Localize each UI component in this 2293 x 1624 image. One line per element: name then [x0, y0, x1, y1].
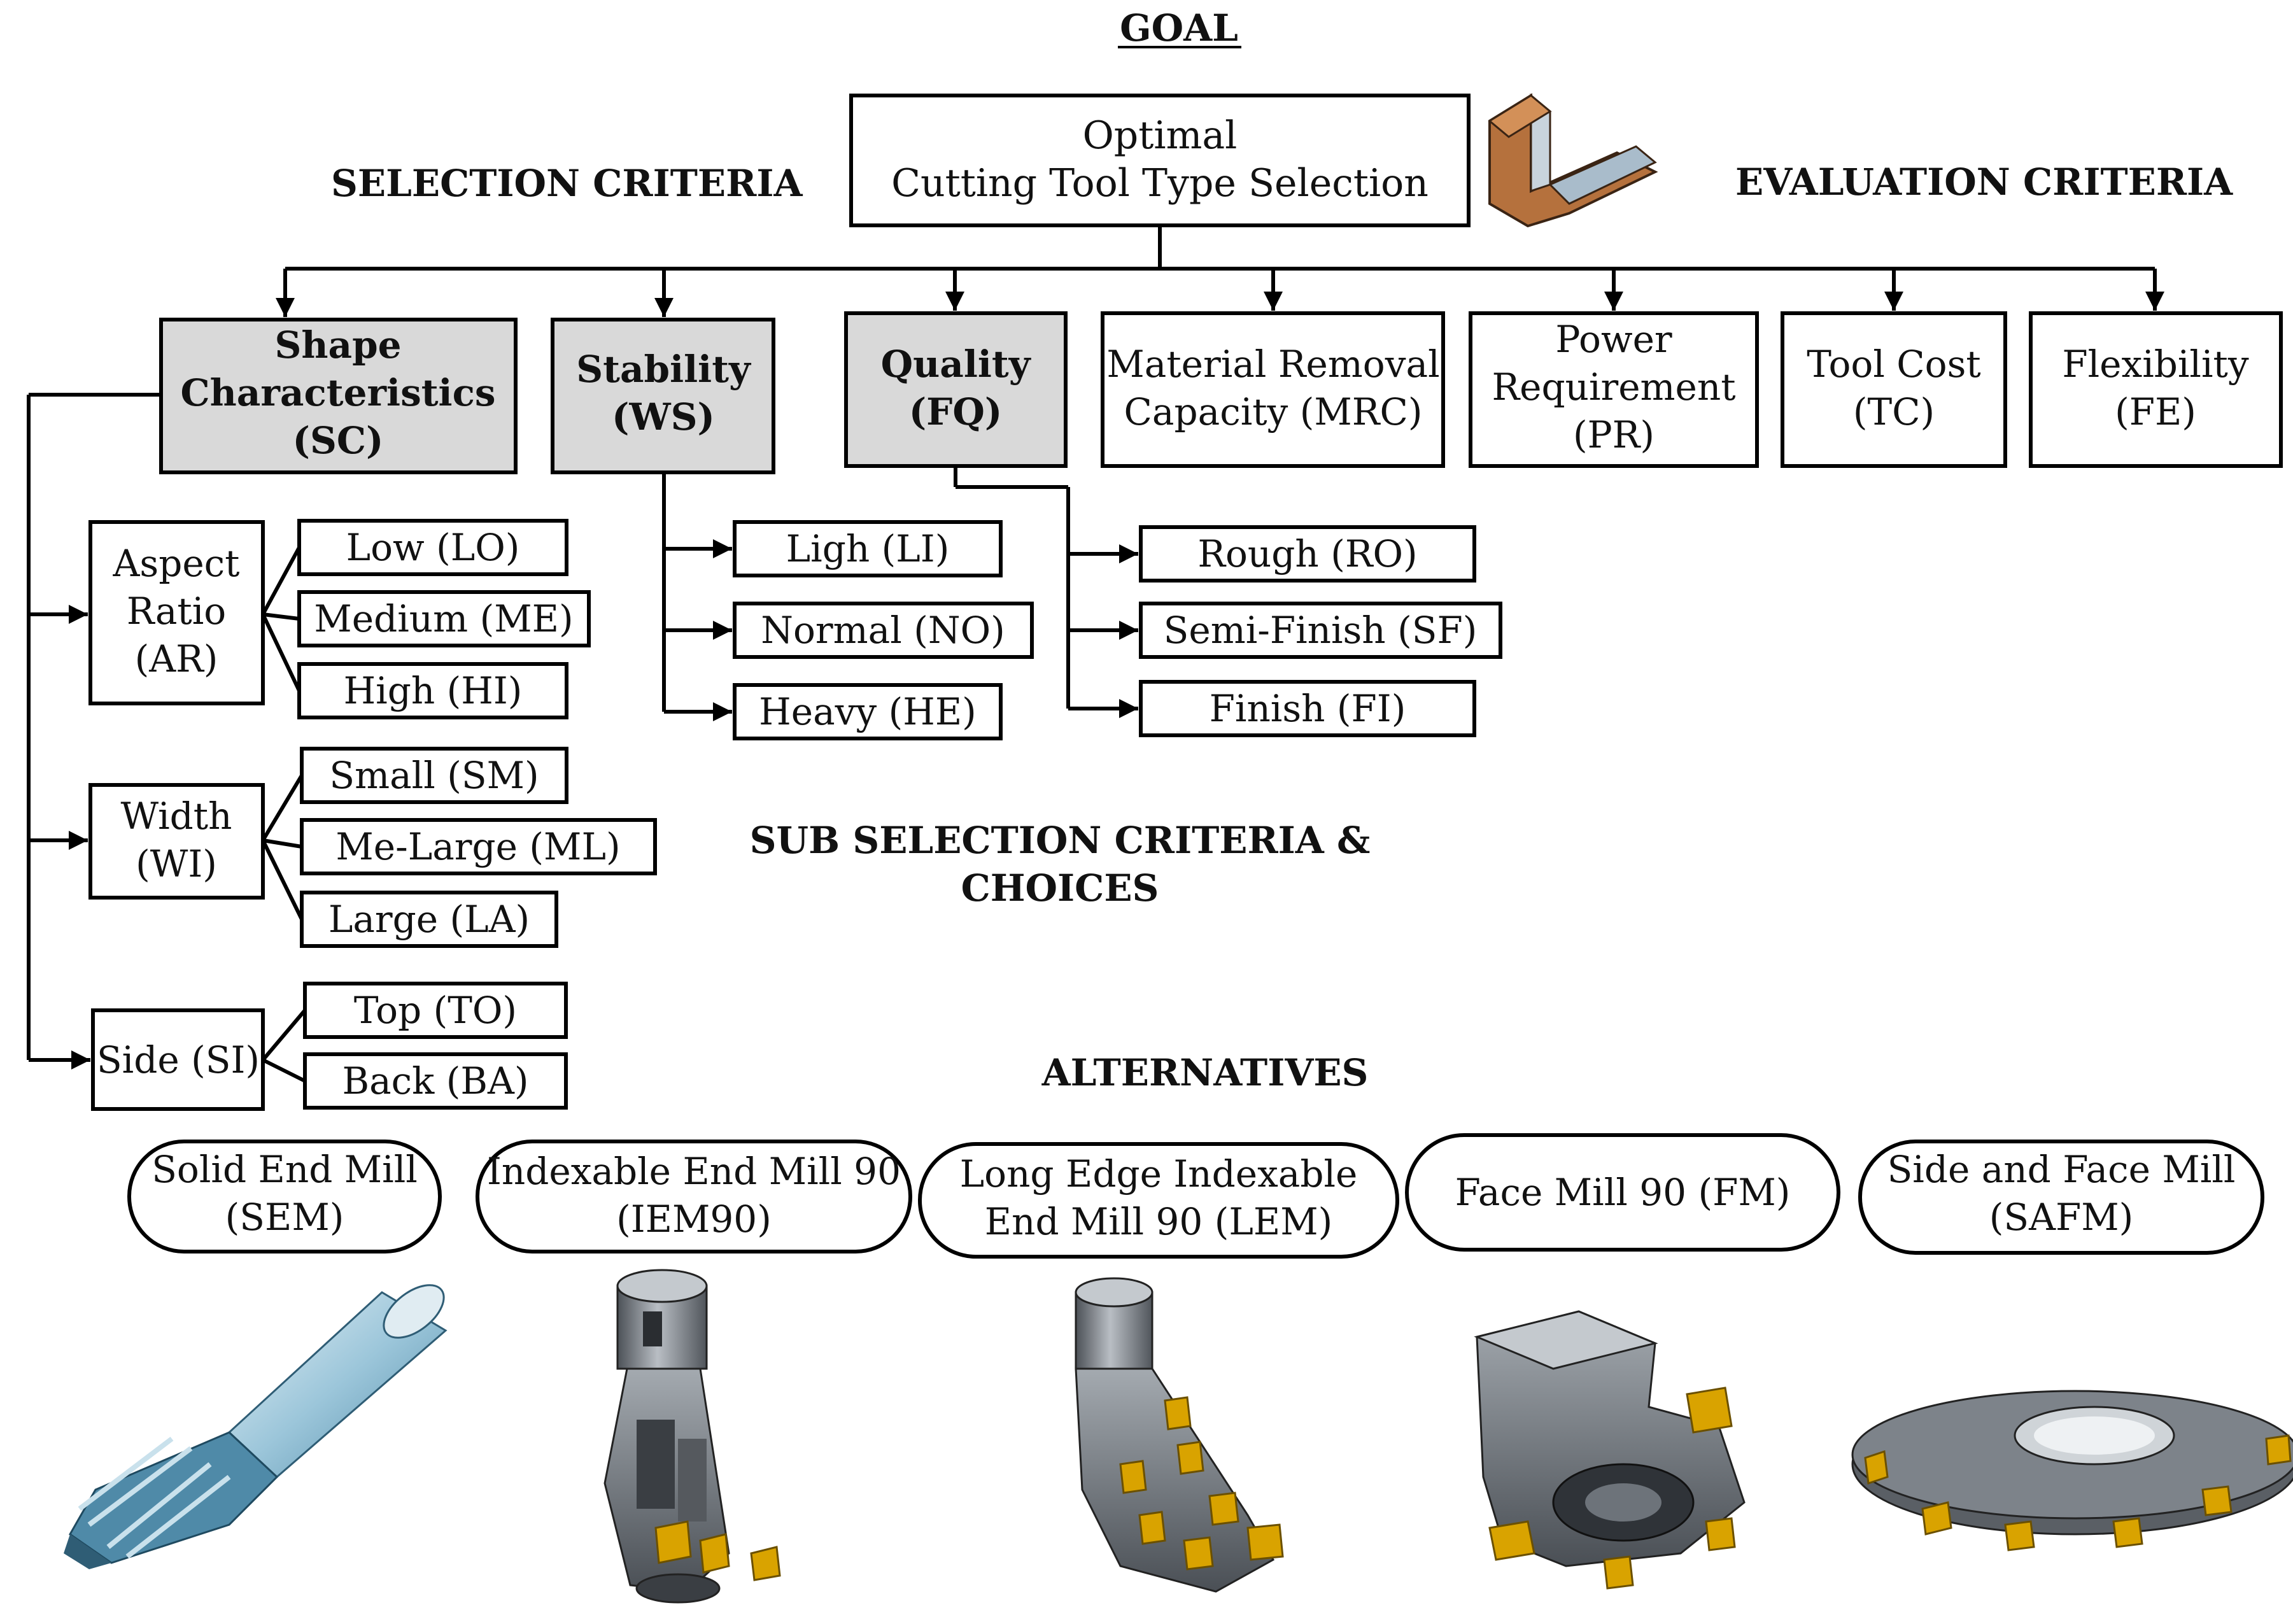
fq-line2: (FQ) — [909, 390, 1003, 434]
sc-line3: (SC) — [293, 419, 384, 462]
choice-small — [300, 747, 568, 804]
criteria-power-requirement — [1469, 311, 1759, 468]
choice-rough-label: Rough (RO) — [1197, 532, 1417, 575]
alternative-indexable-end-mill — [476, 1140, 912, 1253]
alternative-solid-end-mill — [127, 1140, 442, 1253]
iem-line1: Indexable End Mill 90 — [487, 1150, 901, 1193]
choice-rough — [1139, 525, 1476, 583]
fq-line1: Quality — [881, 342, 1032, 386]
ar-line2: Ratio — [127, 590, 226, 633]
tc-line1: Tool Cost — [1807, 342, 1980, 386]
criteria-tool-cost — [1781, 311, 2007, 468]
criteria-stability — [551, 318, 775, 474]
choice-normal-label: Normal (NO) — [761, 609, 1005, 652]
criteria-quality — [844, 311, 1068, 468]
choice-medium — [297, 590, 591, 647]
pr-line2: Requirement — [1492, 365, 1735, 409]
ws-line1: Stability — [576, 348, 752, 391]
fe-line1: Flexibility — [2062, 342, 2248, 386]
choice-large-label: Large (LA) — [328, 898, 530, 941]
iem-line2: (IEM90) — [616, 1197, 772, 1241]
choice-high-label: High (HI) — [344, 669, 523, 712]
sub-side — [91, 1008, 265, 1111]
sc-line1: Shape — [274, 323, 401, 367]
pr-line3: (PR) — [1573, 413, 1654, 456]
safm-line1: Side and Face Mill — [1887, 1148, 2236, 1191]
choice-top-label: Top (TO) — [354, 989, 517, 1032]
mrc-line1: Material Removal — [1106, 342, 1439, 386]
indexable-end-mill-illustration — [603, 1269, 781, 1604]
choice-back-label: Back (BA) — [342, 1059, 528, 1103]
choice-high — [297, 662, 568, 719]
criteria-material-removal — [1101, 311, 1445, 468]
tc-line2: (TC) — [1853, 390, 1935, 434]
choice-semi-finish — [1139, 602, 1502, 659]
sem-line2: (SEM) — [225, 1196, 344, 1239]
choice-small-label: Small (SM) — [329, 754, 539, 797]
fe-line2: (FE) — [2115, 390, 2196, 434]
lem-line2: End Mill 90 (LEM) — [985, 1200, 1332, 1243]
si-line1: Side (SI) — [97, 1038, 260, 1082]
choice-ligh — [733, 520, 1003, 577]
choice-semi-finish-label: Semi-Finish (SF) — [1164, 609, 1478, 652]
selection-criteria-label: SELECTION CRITERIA — [331, 162, 803, 205]
choice-low-label: Low (LO) — [346, 526, 520, 569]
ar-line1: Aspect — [113, 542, 240, 585]
mrc-line2: Capacity (MRC) — [1124, 390, 1423, 434]
choice-me-large — [300, 818, 657, 875]
sub-selection-label-line2: CHOICES — [961, 866, 1159, 910]
choice-finish-label: Finish (FI) — [1210, 687, 1406, 730]
choice-heavy-label: Heavy (HE) — [759, 690, 977, 733]
ws-branch-connectors — [662, 472, 732, 721]
solid-end-mill-illustration — [64, 1284, 448, 1569]
choice-low — [297, 519, 568, 576]
alternative-side-and-face-mill — [1858, 1140, 2264, 1255]
choice-back — [303, 1052, 568, 1110]
choice-ligh-label: Ligh (LI) — [786, 527, 950, 570]
fq-branch-connectors — [954, 466, 1138, 718]
goal-heading: GOAL — [1120, 6, 1238, 50]
sub-width — [88, 783, 265, 900]
ws-line2: (WS) — [612, 395, 715, 439]
safm-line2: (SAFM) — [1989, 1196, 2134, 1239]
goal-line2: Cutting Tool Type Selection — [891, 161, 1429, 206]
long-edge-indexable-illustration — [1075, 1277, 1284, 1593]
alternatives-label: ALTERNATIVES — [1041, 1051, 1369, 1094]
sc-branch-connectors — [27, 393, 307, 1083]
wi-line2: (WI) — [136, 842, 217, 886]
evaluation-criteria-label: EVALUATION CRITERIA — [1735, 160, 2233, 204]
alternative-long-edge-indexable — [918, 1142, 1399, 1259]
side-and-face-mill-illustration — [1851, 1390, 2293, 1551]
ar-line3: (AR) — [135, 637, 218, 681]
choice-finish — [1139, 680, 1476, 737]
choice-heavy — [733, 683, 1003, 740]
fm-line1: Face Mill 90 (FM) — [1455, 1171, 1791, 1214]
choice-normal — [733, 602, 1034, 659]
criteria-flexibility — [2029, 311, 2283, 468]
sc-line2: Characteristics — [180, 371, 495, 414]
wi-line1: Width — [121, 794, 232, 838]
choice-large — [300, 891, 558, 948]
choice-me-large-label: Me-Large (ML) — [335, 825, 620, 868]
sub-selection-label-line1: SUB SELECTION CRITERIA & — [750, 819, 1371, 862]
lem-line1: Long Edge Indexable — [960, 1152, 1358, 1196]
choice-top — [303, 982, 568, 1039]
sem-line1: Solid End Mill — [152, 1148, 418, 1191]
goal-line1: Optimal — [1083, 113, 1238, 158]
face-mill-illustration — [1474, 1310, 1746, 1590]
pr-line1: Power — [1555, 318, 1672, 361]
criteria-connectors — [276, 225, 2164, 317]
criteria-shape-characteristics — [159, 318, 518, 474]
sub-aspect-ratio — [88, 520, 265, 705]
choice-medium-label: Medium (ME) — [314, 597, 573, 640]
workpiece-illustration — [1488, 93, 1658, 228]
alternative-face-mill — [1405, 1133, 1840, 1252]
